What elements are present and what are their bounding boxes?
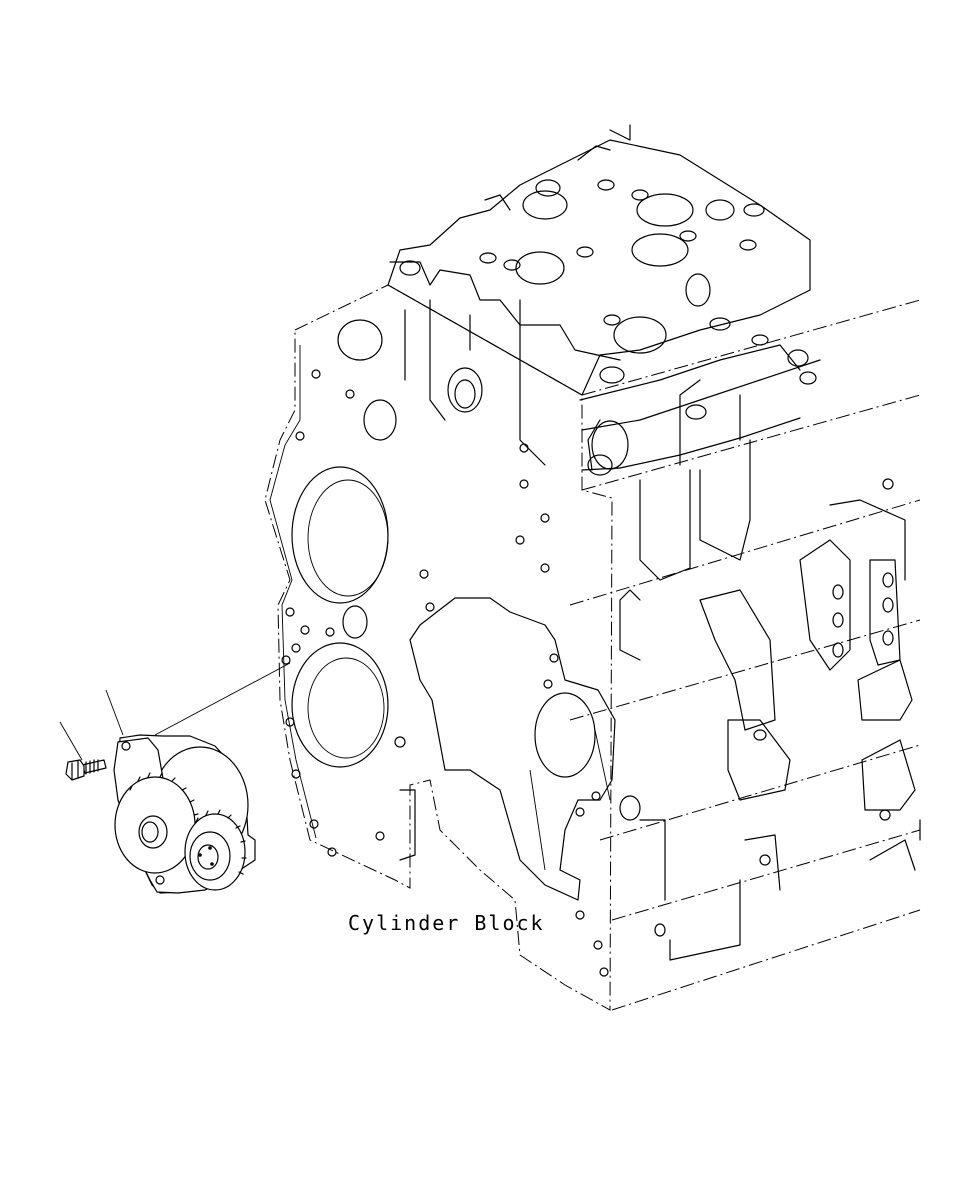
flange-bolt [65,759,107,781]
leader-lines [59,662,291,761]
cylinder-block-drawing [264,124,921,1011]
cylinder-block-label: Cylinder Block [348,911,545,935]
oil-pump-assembly [113,734,256,894]
